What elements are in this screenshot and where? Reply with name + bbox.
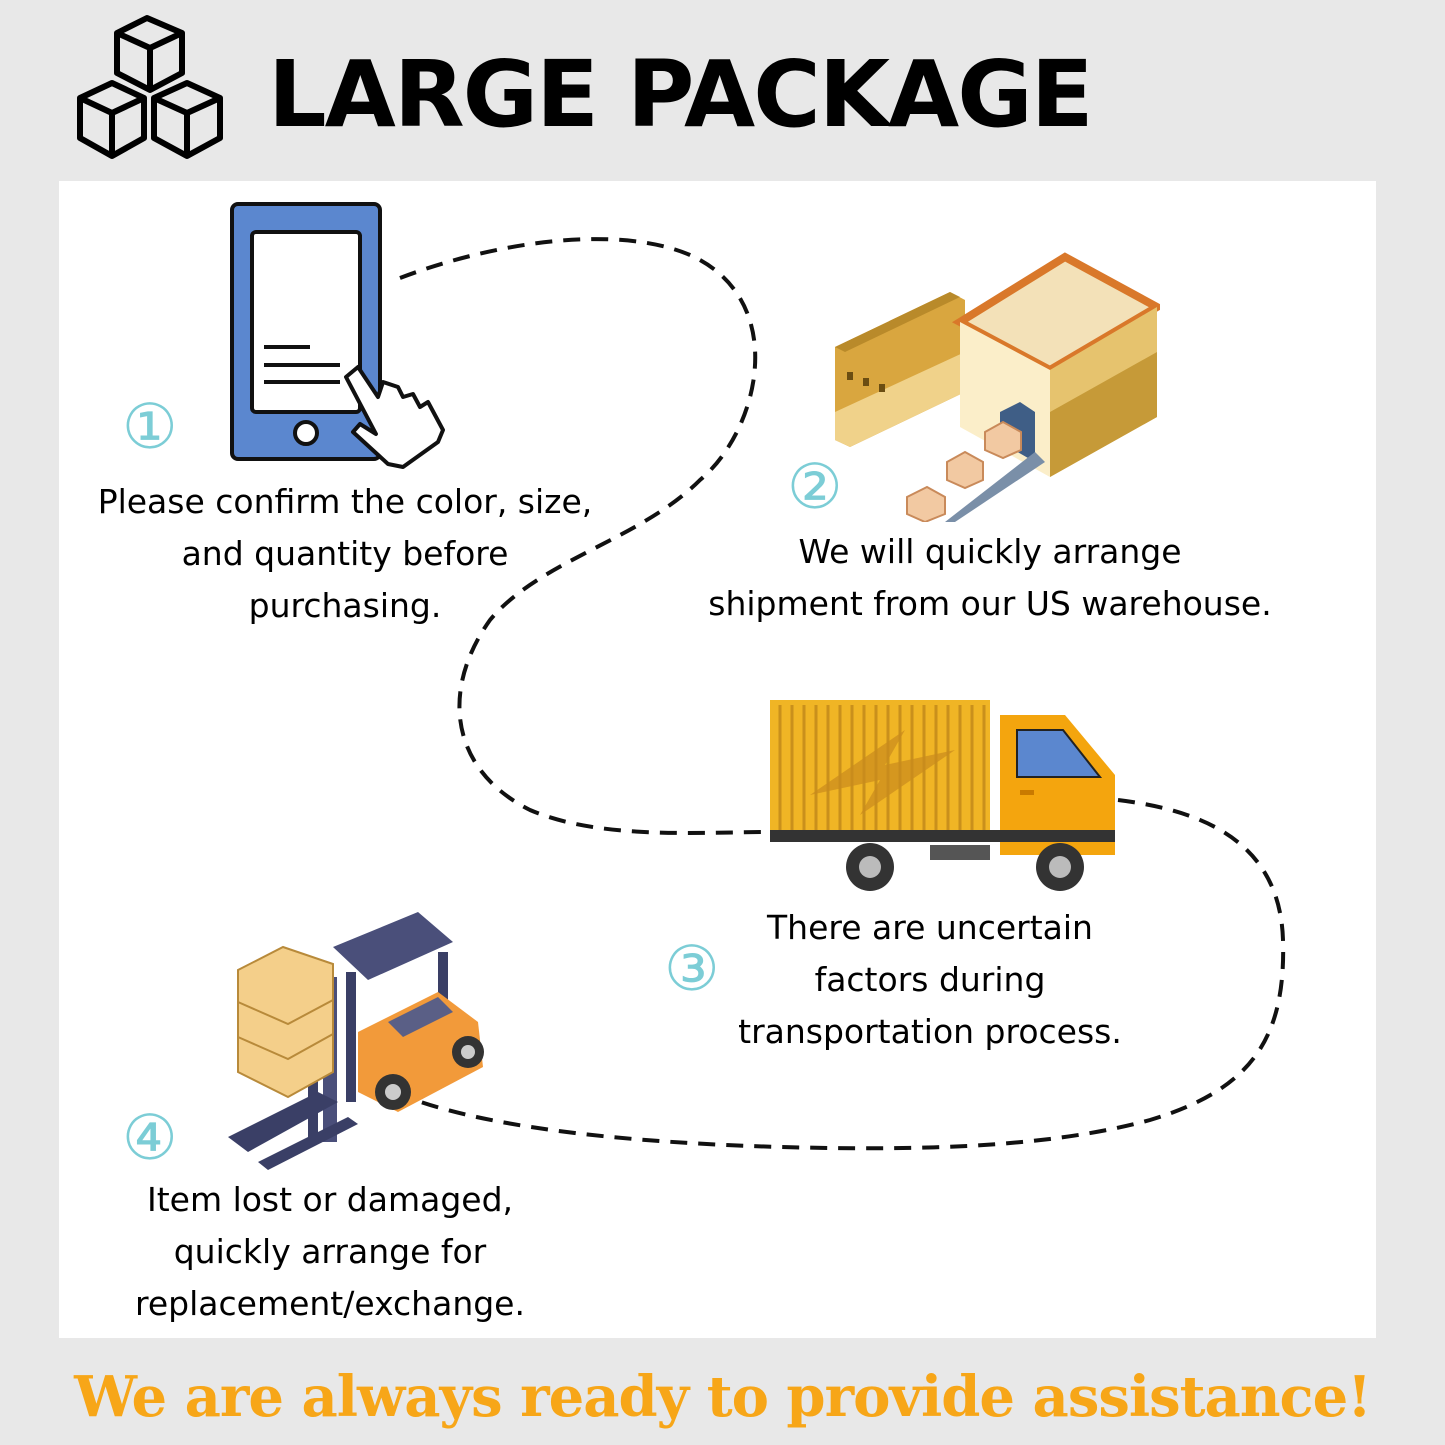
step-2-number: ② <box>787 450 843 523</box>
step-3-number: ③ <box>664 932 720 1005</box>
step-3-line-1: There are uncertain <box>767 908 1093 947</box>
step-3-text: There are uncertain factors during trans… <box>720 902 1140 1058</box>
step-2-line-1: We will quickly arrange <box>798 532 1182 571</box>
footer-slogan: We are always ready to provide assistanc… <box>74 1364 1372 1430</box>
smartphone-tap-icon <box>230 202 445 469</box>
step-4-line-1: Item lost or damaged, <box>146 1180 514 1219</box>
forklift-icon <box>228 912 484 1170</box>
header: LARGE PACKAGE <box>0 0 1445 180</box>
stacked-boxes-icon <box>77 15 223 159</box>
step-3-line-2: factors during <box>814 960 1046 999</box>
step-1-line-1: Please confirm the color, size, <box>97 482 593 521</box>
step-1-number: ① <box>122 390 178 463</box>
step-2-line-2: shipment from our US warehouse. <box>708 584 1272 623</box>
warehouse-icon <box>835 252 1160 522</box>
page-title: LARGE PACKAGE <box>268 41 1094 148</box>
step-3-line-3: transportation process. <box>738 1012 1122 1051</box>
delivery-truck-icon <box>770 700 1115 891</box>
step-4-text: Item lost or damaged, quickly arrange fo… <box>100 1174 560 1330</box>
step-4-line-2: quickly arrange for <box>173 1232 487 1271</box>
step-1-line-3: purchasing. <box>248 586 442 625</box>
step-1-text: Please confirm the color, size, and quan… <box>60 476 630 632</box>
step-2-text: We will quickly arrange shipment from ou… <box>680 526 1300 630</box>
step-1-line-2: and quantity before <box>181 534 509 573</box>
step-4-line-3: replacement/exchange. <box>135 1284 525 1323</box>
step-4-number: ④ <box>122 1101 178 1174</box>
